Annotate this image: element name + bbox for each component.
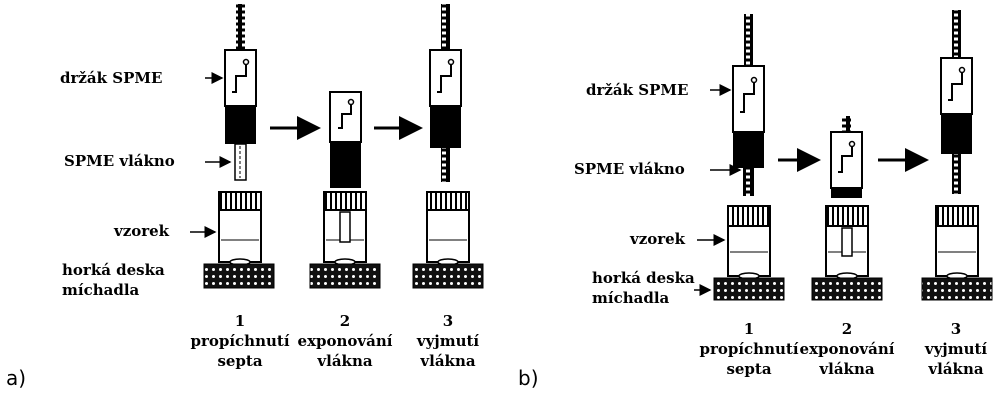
a-vial-3 <box>412 191 484 289</box>
b-step-2-num: 2 <box>841 320 853 338</box>
b-step-3-line1: vyjmutí <box>924 340 988 358</box>
b-vial-2 <box>811 205 883 301</box>
b-label-hotplate-2: míchadla <box>592 289 670 307</box>
a-step-2-line2: vlákna <box>317 352 373 370</box>
a-syringe-2 <box>329 91 362 188</box>
a-label-hotplate-1: horká deska <box>62 261 165 279</box>
a-step-1-num: 1 <box>234 312 246 330</box>
b-syringe-3 <box>940 10 973 194</box>
b-syringe-2 <box>830 116 863 198</box>
panel-b-drawing <box>694 10 993 301</box>
a-step-1-line1: propíchnutí <box>190 332 290 350</box>
b-label-holder: držák SPME <box>586 81 689 99</box>
b-step-3-line2: vlákna <box>928 360 984 378</box>
panel-a-drawing <box>190 4 484 289</box>
a-label-fiber: SPME vlákno <box>64 152 175 170</box>
panel-b: držák SPME SPME vlákno vzorek horká desk… <box>512 0 1004 396</box>
b-label-sample: vzorek <box>630 230 686 248</box>
b-step-2-line2: vlákna <box>819 360 875 378</box>
b-label-hotplate-1: horká deska <box>592 269 695 287</box>
b-step-1-line2: septa <box>726 360 772 378</box>
b-step-3-num: 3 <box>950 320 962 338</box>
panel-b-letter: b) <box>518 366 539 390</box>
a-label-hotplate-2: míchadla <box>62 281 140 299</box>
a-step-3-num: 3 <box>442 312 454 330</box>
a-step-1-line2: septa <box>217 352 263 370</box>
b-label-fiber: SPME vlákno <box>574 160 685 178</box>
a-step-2-num: 2 <box>339 312 351 330</box>
a-vial-1 <box>203 191 275 289</box>
b-vial-1 <box>713 205 785 301</box>
panel-a-letter: a) <box>6 366 27 390</box>
a-vial-2 <box>309 191 381 289</box>
panel-a: držák SPME SPME vlákno vzorek horká desk… <box>6 4 484 390</box>
b-syringe-1 <box>732 14 765 196</box>
a-step-3-line1: vyjmutí <box>416 332 480 350</box>
a-step-2-line1: exponování <box>297 332 393 350</box>
b-step-2-line1: exponování <box>799 340 895 358</box>
a-label-sample: vzorek <box>114 222 170 240</box>
a-syringe-1 <box>224 4 257 181</box>
b-step-1-line1: propíchnutí <box>699 340 799 358</box>
b-step-1-num: 1 <box>743 320 755 338</box>
a-step-3-line2: vlákna <box>420 352 476 370</box>
b-vial-3 <box>921 205 993 301</box>
a-label-holder: držák SPME <box>60 69 163 87</box>
a-syringe-3 <box>429 4 462 182</box>
